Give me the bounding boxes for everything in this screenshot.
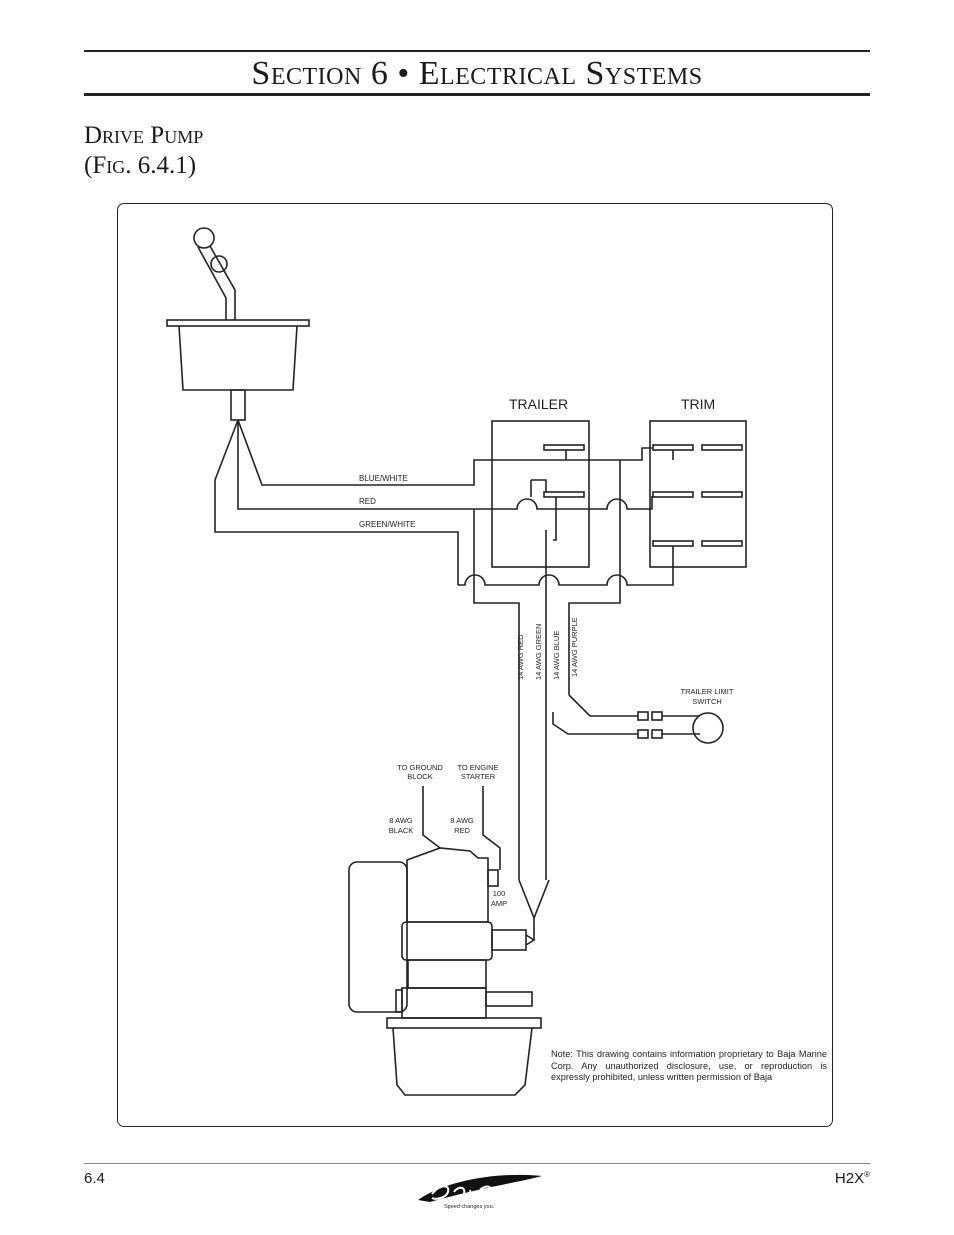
awg-purple-label: 14 AWG PURPLE	[570, 617, 579, 677]
baja-logo: Speed changes you.	[418, 1174, 542, 1210]
model-text: H2X	[834, 1170, 865, 1187]
top-rule	[84, 50, 870, 52]
limit-switch-label-2: SWITCH	[692, 697, 722, 706]
registered-mark: ®	[864, 1170, 870, 1179]
green-white-label: GREEN/WHITE	[359, 520, 415, 529]
trim-switch	[649, 420, 747, 568]
trim-label: TRIM	[681, 396, 715, 412]
black-cable-label-1: 8 AWG	[389, 816, 413, 825]
diagram-frame	[117, 203, 833, 1127]
figure-heading-number: (Fig. 6.4.1)	[84, 152, 197, 179]
page-number: 6.4	[84, 1170, 105, 1187]
red-label: RED	[359, 497, 376, 506]
model-name: H2X®	[835, 1170, 870, 1187]
section-title: Section 6 • Electrical Systems	[251, 55, 703, 92]
control-box	[166, 319, 310, 421]
logo-tagline: Speed changes you.	[444, 1204, 495, 1210]
trailer-switch	[491, 420, 590, 568]
title-underline	[84, 93, 870, 96]
figure-heading: Drive Pump (Fig. 6.4.1)	[84, 121, 203, 181]
trailer-label: TRAILER	[509, 396, 568, 412]
battery-cables	[422, 786, 501, 870]
starter-label-2: STARTER	[461, 772, 496, 781]
fuse-label-1: 100	[493, 889, 506, 898]
bus-wires	[458, 460, 674, 940]
red-cable-label-1: 8 AWG	[450, 816, 474, 825]
drive-pump	[348, 847, 542, 1096]
control-wires	[214, 419, 653, 585]
ground-label-1: TO GROUND	[397, 763, 443, 772]
awg-blue-label: 14 AWG BLUE	[552, 631, 561, 680]
red-cable-label-2: RED	[454, 826, 470, 835]
ground-label-2: BLOCK	[407, 772, 432, 781]
limit-switch-label-1: TRAILER LIMIT	[681, 687, 734, 696]
footer-rule	[84, 1163, 870, 1164]
fuse-label-2: AMP	[491, 899, 507, 908]
limit-switch-wires	[552, 694, 724, 744]
black-cable-label-2: BLACK	[389, 826, 414, 835]
proprietary-note: Note: This drawing contains information …	[551, 1049, 827, 1082]
starter-label-1: TO ENGINE	[457, 763, 498, 772]
awg-red-label: 14 AWG RED	[516, 634, 525, 680]
blue-white-label: BLUE/WHITE	[359, 474, 408, 483]
figure-heading-title: Drive Pump	[84, 122, 204, 149]
control-lever	[193, 227, 236, 320]
awg-green-label: 14 AWG GREEN	[534, 624, 543, 680]
